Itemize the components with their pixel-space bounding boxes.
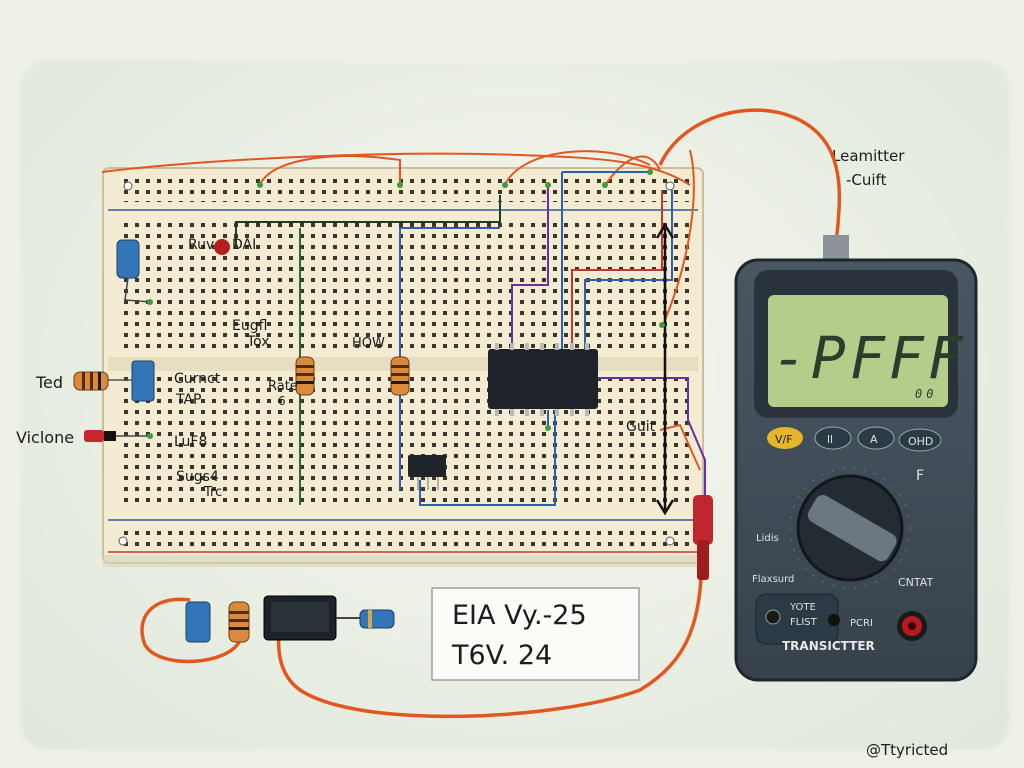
lcd-small-readout: 00: [915, 387, 937, 401]
electrolytic-capacitor: [116, 239, 153, 305]
small-ic: [408, 455, 446, 490]
label-guit: Guit: [626, 419, 656, 435]
mode-button-4-label: OHD: [908, 435, 933, 448]
jack-label-3: PCRI: [850, 618, 873, 629]
mode-button-2-label: ll: [827, 433, 833, 446]
com-jack[interactable]: [765, 609, 781, 625]
measurement-arrow: [655, 222, 675, 516]
label-sugs4: Sugs4: [176, 469, 219, 485]
mode-button-3-label: A: [870, 433, 878, 446]
dial-scale: [789, 467, 911, 589]
jack-label-1: YOTE: [789, 602, 816, 613]
probe-wires: [140, 108, 842, 719]
multimeter: -PFFF 00 V/F ll A OHD Flaxsurd CNTAT Lid…: [734, 235, 978, 682]
top-power-rail: [120, 178, 690, 202]
resistor-left: [73, 371, 109, 391]
lcd-display: [768, 295, 948, 407]
resistor-1: [295, 356, 315, 396]
multimeter-brand: TRANSICTTER: [782, 639, 875, 653]
label-ted: Ted: [35, 373, 63, 392]
note-line-1: EIA Vy.-25: [452, 600, 587, 631]
label-trc: Trc: [203, 485, 222, 500]
label-viclone: Viclone: [16, 428, 74, 447]
led: [214, 239, 230, 255]
signature: @Ttyricted: [866, 741, 948, 759]
probe-label-2: -Cuift: [846, 171, 887, 189]
blue-capacitor-left: [108, 360, 155, 402]
label-eugfl: Eugfl: [232, 318, 267, 334]
dial-tag-left: Lidis: [756, 533, 779, 544]
led-tag: DAI: [232, 237, 256, 253]
board-labels: Ruv DAI Eugfl Tox HOW Curnct TAP LuF8 Su…: [174, 237, 656, 500]
label-luf8: LuF8: [174, 434, 207, 450]
resistor-2: [390, 356, 410, 396]
lcd-readout: -PFFF: [772, 324, 967, 392]
diode-left: [84, 430, 153, 442]
top-hole-field: [120, 218, 690, 350]
dial-knob[interactable]: [805, 492, 900, 564]
red-probe: [693, 460, 713, 580]
wire-junctions: [257, 169, 665, 431]
mode-button-1-label: V/F: [775, 433, 793, 446]
note-line-2: T6V. 24: [451, 640, 552, 671]
dial-label-left: Flaxsurd: [752, 574, 794, 585]
bottom-components: [185, 595, 395, 643]
label-rate-2: 6: [278, 394, 286, 408]
board-wires: [101, 149, 706, 506]
jack-label-2: FLIST: [790, 617, 818, 628]
label-how: HOW: [352, 336, 385, 351]
dial-label-right: CNTAT: [898, 576, 933, 589]
probe-label-1: Leamitter: [832, 147, 905, 165]
mode-button-1[interactable]: [767, 427, 803, 449]
note-card: EIA Vy.-25 T6V. 24: [431, 587, 640, 681]
label-tap: TAP: [175, 392, 201, 408]
mid-jack[interactable]: [828, 614, 840, 626]
mode-button-4[interactable]: [898, 428, 942, 452]
dial-tag-right: F: [916, 468, 924, 484]
ic-chip: [488, 343, 598, 416]
mode-button-2[interactable]: [814, 426, 852, 450]
mode-button-3[interactable]: [857, 426, 895, 450]
label-tox: Tox: [246, 334, 270, 350]
label-curnct: Curnct: [174, 371, 221, 387]
bottom-power-rail: [120, 528, 690, 552]
led-label: Ruv: [188, 237, 214, 253]
label-rate: Rate: [268, 379, 298, 394]
